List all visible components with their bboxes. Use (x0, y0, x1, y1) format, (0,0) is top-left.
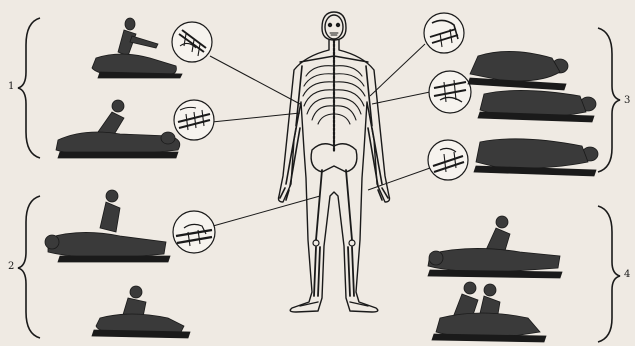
group-number-2: 2 (8, 262, 14, 272)
scene-4a-rescuer-kneeling (428, 216, 562, 278)
group-number-3: 3 (624, 96, 630, 106)
pointer-line-forearm-left (212, 113, 300, 122)
leg-bones (300, 170, 368, 306)
pointer-line-shoulder-right (370, 44, 425, 96)
detail-circle-hip (429, 71, 471, 113)
detail-circle-upper-arm (172, 22, 212, 62)
detail-circles (172, 13, 471, 253)
scene-3a-casualty-lying (468, 51, 568, 90)
bracket-group-4 (598, 206, 620, 342)
scene-2b-seated-casualty (92, 286, 190, 338)
scene-3c-casualty-full-splint (474, 139, 598, 176)
bracket-group-3 (598, 28, 620, 172)
pointer-line-upper-arm-left (210, 56, 300, 104)
detail-circle-forearm (174, 100, 214, 140)
scene-1a-rescuer-splinting-arm (92, 18, 182, 78)
detail-circle-shoulder (424, 13, 464, 53)
group-number-4: 4 (624, 270, 630, 280)
human-skeleton (279, 12, 390, 312)
bracket-group-1 (18, 18, 40, 158)
detail-circle-thigh (173, 211, 215, 253)
scene-3b-casualty-leg-splint (478, 90, 596, 122)
pointer-line-hip-right (372, 92, 430, 104)
scene-1b-rescuer-over-casualty (56, 100, 180, 158)
detail-circle-knee (428, 140, 468, 180)
scene-2a-leg-splint (45, 190, 170, 262)
group-number-1: 1 (8, 82, 14, 92)
pointer-line-thigh-left (213, 196, 320, 226)
bracket-group-2 (18, 196, 40, 338)
scene-4b-rescuers-lifting (432, 282, 546, 342)
